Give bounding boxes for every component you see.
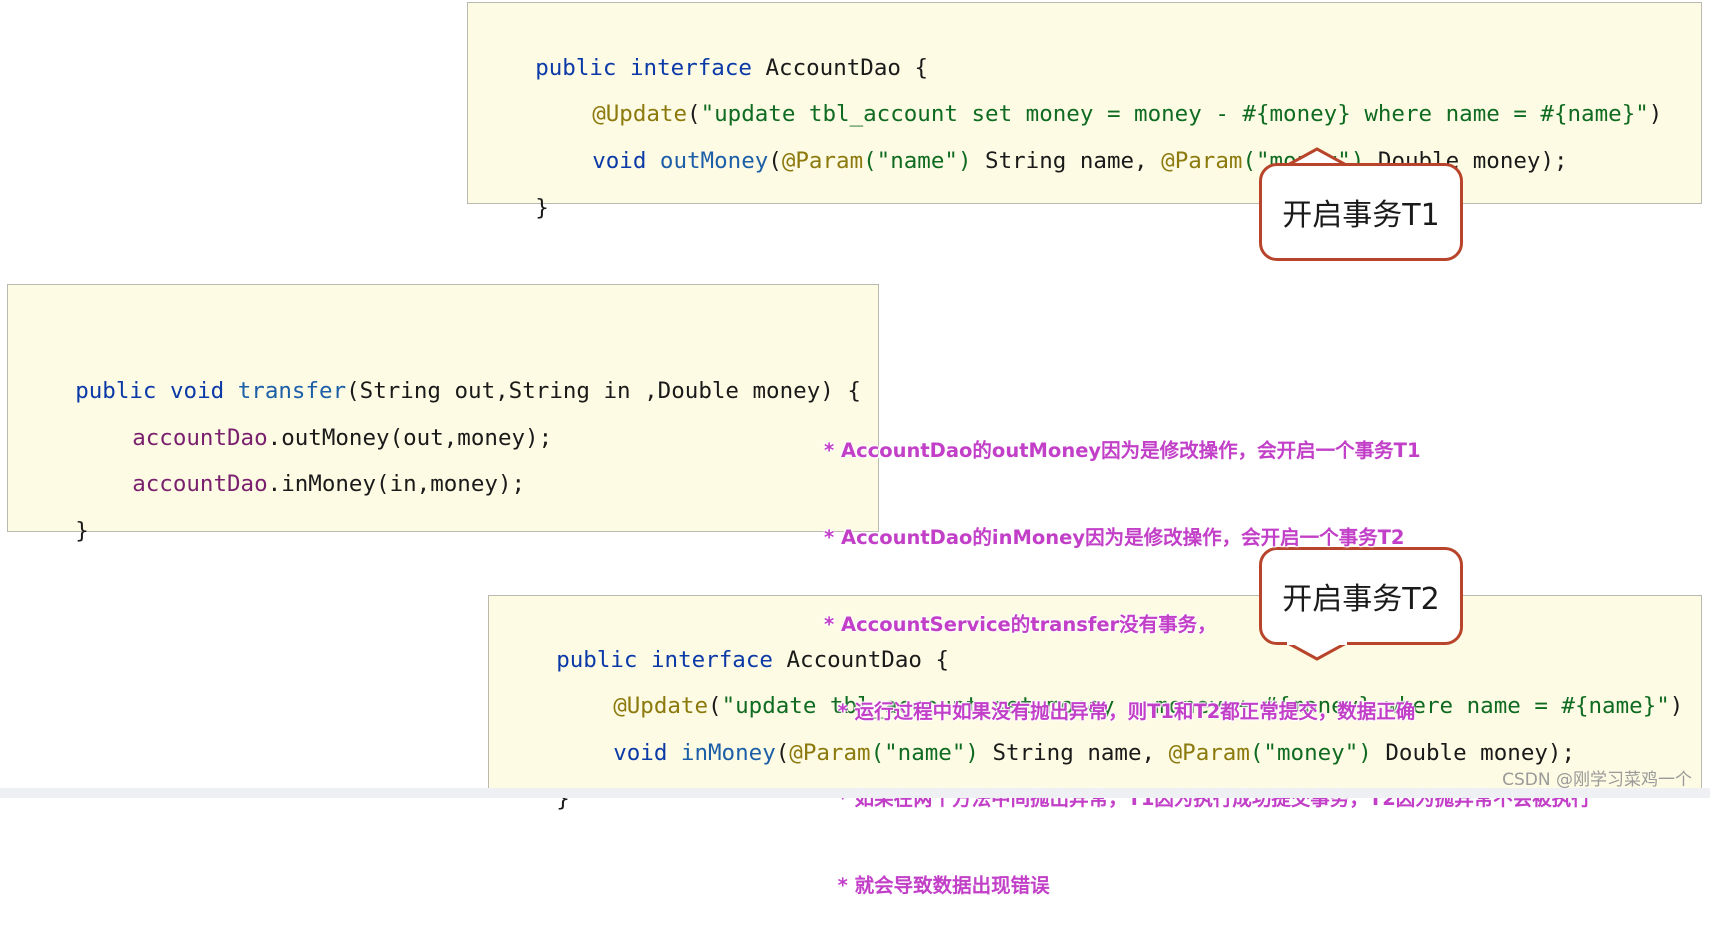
param-text: String name, — [971, 148, 1162, 174]
bottom-code-block: public interface AccountDao { @Update("u… — [488, 595, 1702, 812]
annotation: @Update — [613, 693, 709, 719]
field-name: accountDao — [132, 425, 268, 451]
closing-brace: } — [75, 518, 89, 544]
method-name: inMoney — [680, 740, 776, 766]
watermark: CSDN @刚学习菜鸡一个 — [1502, 770, 1692, 790]
note-line: * AccountDao的outMoney因为是修改操作，会开启一个事务T1 — [824, 439, 1421, 462]
top-code-block: public interface AccountDao { @Update("u… — [467, 2, 1702, 221]
call-text: .inMoney(in,money); — [267, 471, 526, 497]
note-line: * 运行过程中如果没有抛出异常，则T1和T2都正常提交，数据正确 — [824, 700, 1416, 723]
transaction-notes: * AccountDao的outMoney因为是修改操作，会开启一个事务T1 *… — [824, 378, 1591, 929]
keyword: public — [75, 378, 157, 404]
paren: ) — [1648, 101, 1663, 127]
param-text: String name, — [978, 740, 1169, 766]
code-line: } — [21, 486, 89, 576]
code-line: public interface AccountDao { — [502, 615, 949, 705]
callout-label: 开启事务T1 — [1282, 198, 1440, 233]
param-text: Double money); — [1364, 148, 1568, 174]
note-line: * AccountDao的inMoney因为是修改操作，会开启一个事务T2 — [824, 526, 1405, 549]
code-line: accountDao.inMoney(in,money); — [78, 439, 525, 529]
annotation: @Param — [789, 740, 871, 766]
code-line: } — [481, 163, 549, 253]
code-line: } — [502, 754, 570, 844]
call-text: .outMoney(out,money); — [267, 425, 553, 451]
param-text: (String out,String in ,Double money) { — [346, 378, 861, 404]
keyword: void — [613, 740, 668, 766]
param-string: ("name") — [863, 148, 972, 174]
paren: ( — [708, 693, 722, 719]
callout-t1: 开启事务T1 — [1259, 163, 1463, 261]
paren: ( — [768, 148, 782, 174]
param-string: ("name") — [870, 740, 979, 766]
paren: ) — [1669, 693, 1684, 719]
callout-t2: 开启事务T2 — [1259, 547, 1463, 645]
bottom-strip — [0, 788, 1710, 798]
param-text: Double money); — [1371, 740, 1576, 766]
keyword: public interface — [535, 55, 752, 81]
closing-brace: } — [535, 195, 549, 221]
annotation: @Param — [1168, 740, 1250, 766]
annotation: @Update — [592, 101, 688, 127]
param-string: ("money") — [1249, 740, 1372, 766]
sql-string: "update tbl_account set money = money + … — [721, 693, 1670, 719]
keyword: void — [170, 378, 225, 404]
code-line: @Update("update tbl_account set money = … — [559, 661, 1683, 751]
class-name: AccountDao { — [751, 55, 929, 81]
annotation: @Param — [781, 148, 864, 174]
code-line: @Update("update tbl_account set money = … — [538, 69, 1662, 159]
middle-code-block: public void transfer(String out,String i… — [7, 284, 879, 544]
paren: ( — [687, 101, 701, 127]
code-line: void inMoney(@Param("name") String name,… — [559, 708, 1575, 798]
annotation: @Param — [1161, 148, 1243, 174]
callout-label: 开启事务T2 — [1282, 582, 1440, 617]
code-line: public void transfer(String out,String i… — [21, 346, 861, 436]
paren: ( — [775, 740, 790, 766]
class-name: AccountDao { — [772, 647, 950, 673]
code-line: public interface AccountDao { — [481, 23, 928, 113]
code-line: accountDao.outMoney(out,money); — [78, 393, 552, 483]
field-name: accountDao — [132, 471, 268, 497]
method-name: transfer — [237, 378, 347, 404]
keyword: public interface — [556, 647, 773, 673]
note-line: * AccountService的transfer没有事务， — [824, 613, 1217, 636]
sql-string: "update tbl_account set money = money - … — [700, 101, 1649, 127]
method-name: outMoney — [659, 148, 769, 174]
callout-pointer-t2 — [1285, 642, 1349, 661]
note-line: * 就会导致数据出现错误 — [824, 874, 1050, 897]
keyword: void — [592, 148, 647, 174]
